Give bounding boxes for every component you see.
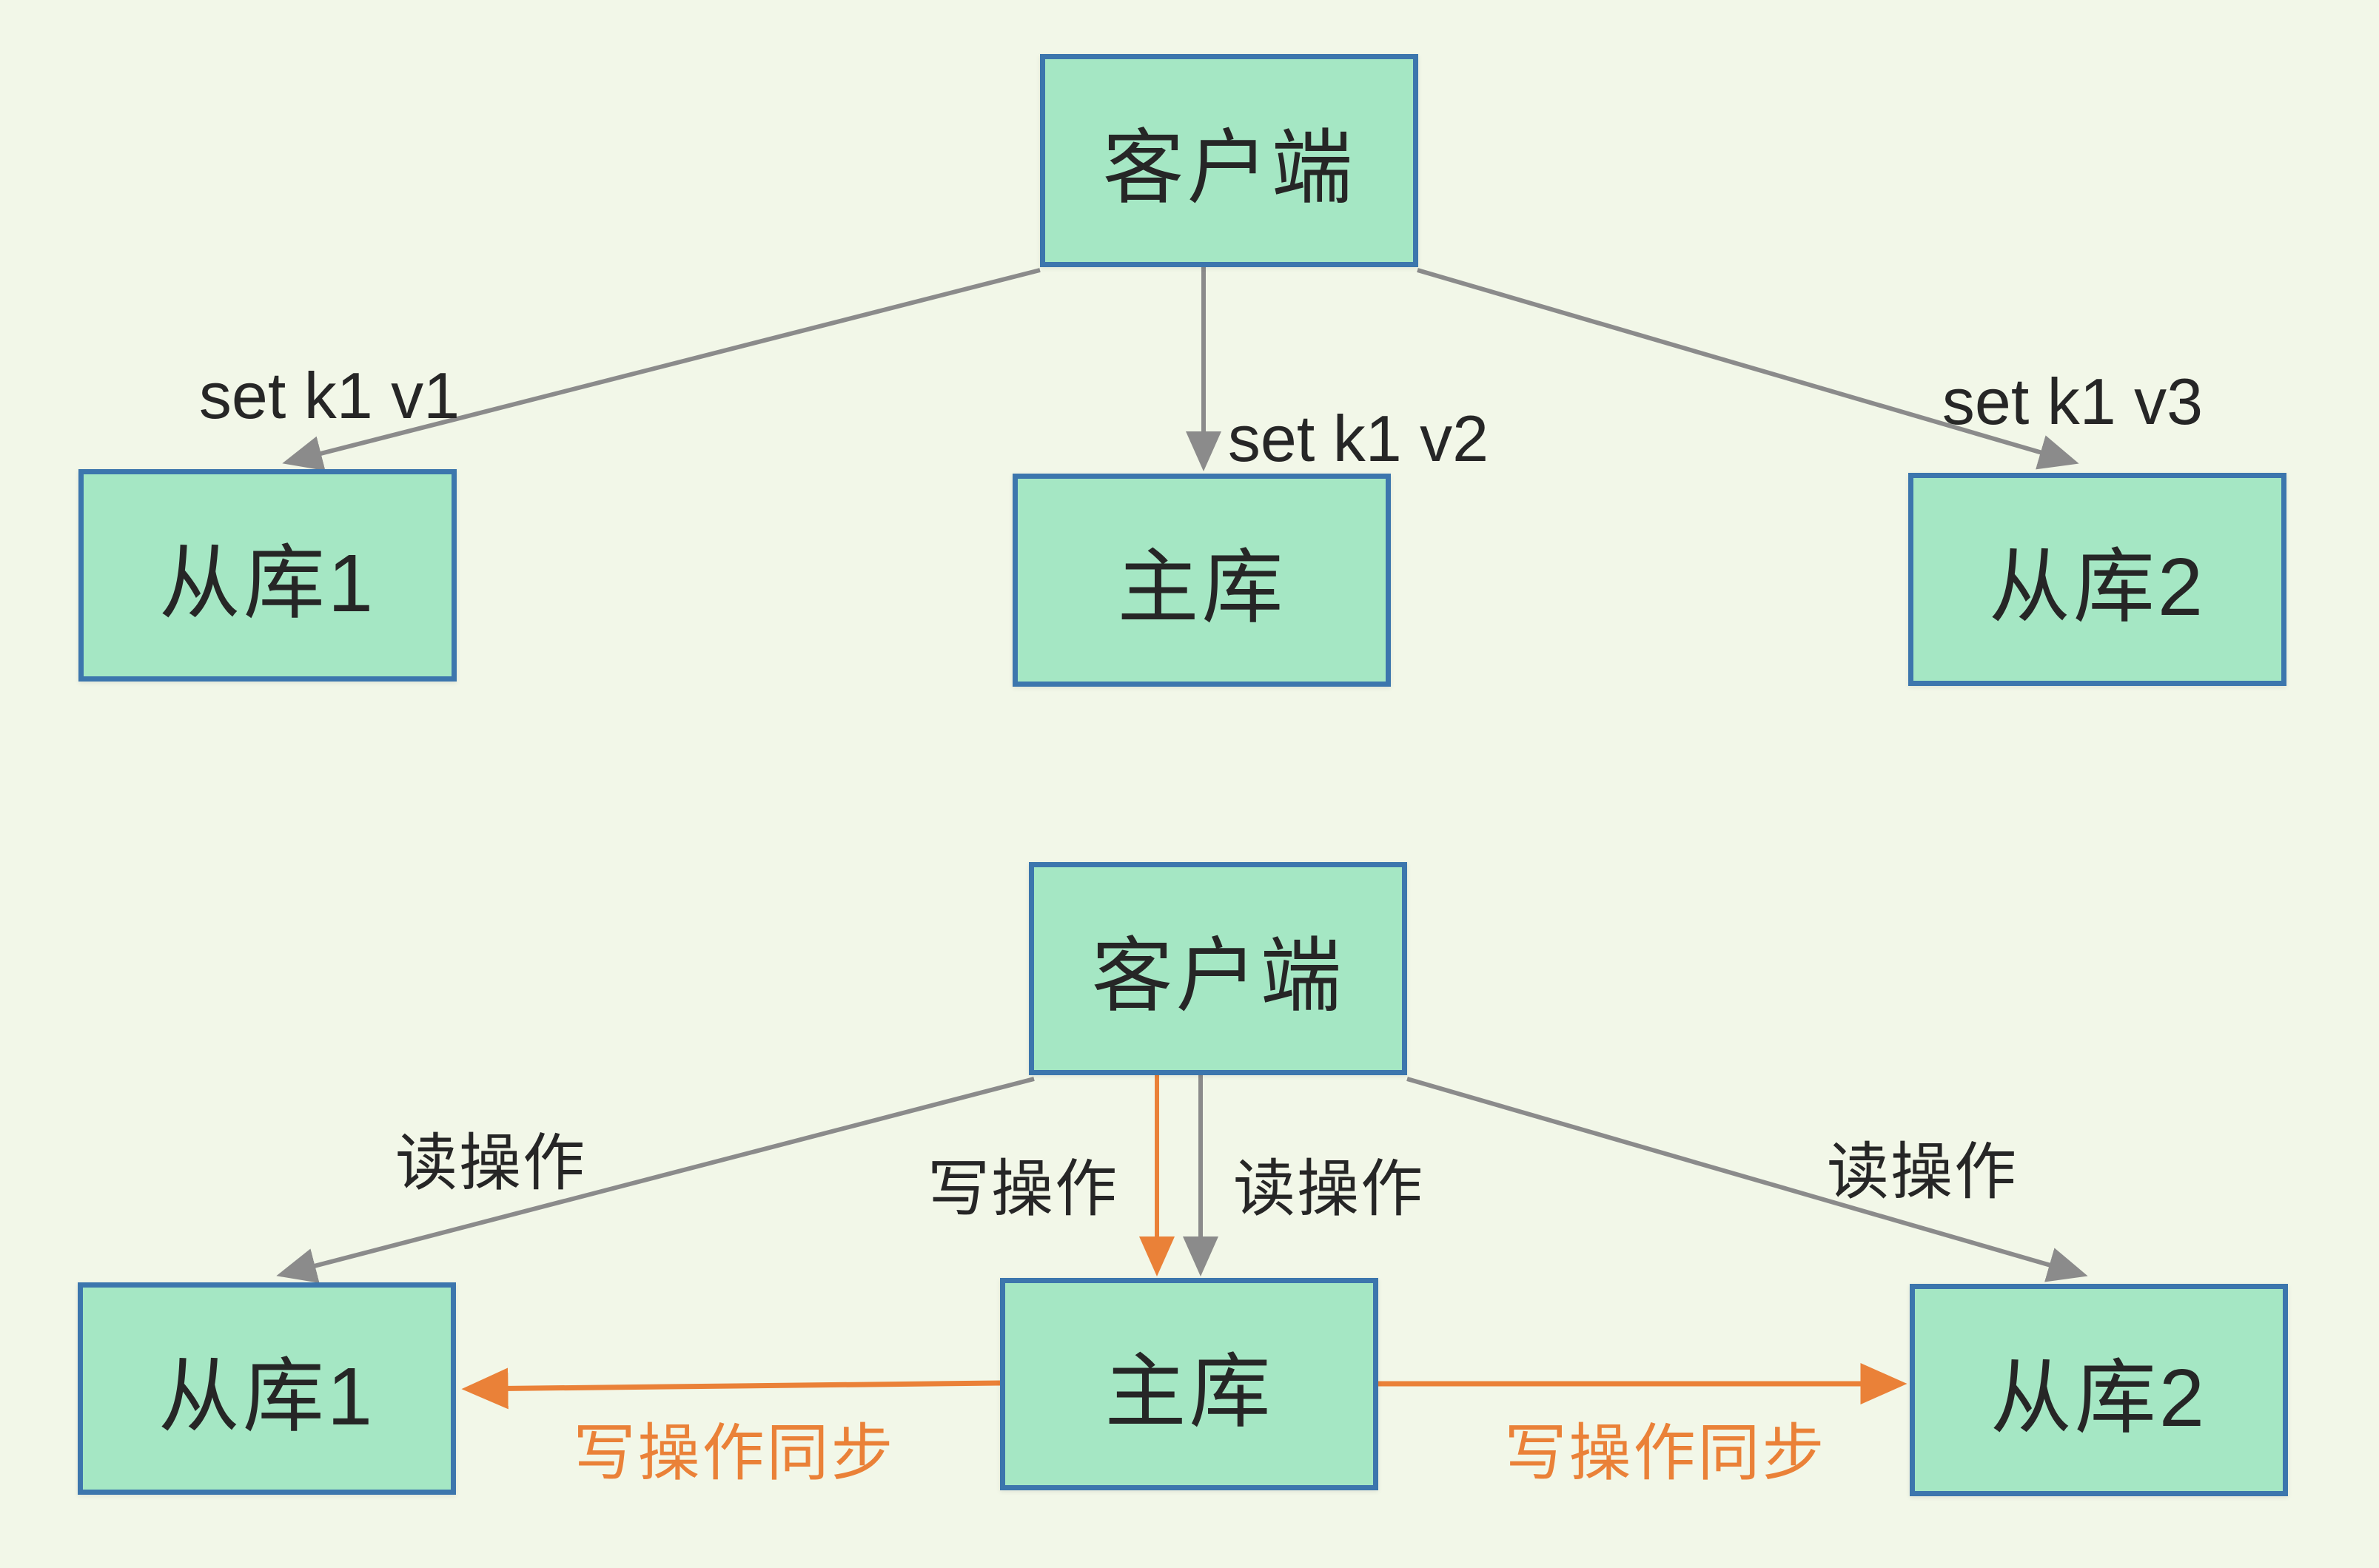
node-bottom-master: 主库 [1000, 1278, 1378, 1490]
edge-label-set-k1-v3: set k1 v3 [1942, 365, 2204, 438]
arrow-bottom-master-sync-to-slave1 [461, 1367, 1001, 1410]
node-top-slave1-label: 从库1 [158, 537, 377, 629]
node-top-slave1: 从库1 [78, 469, 457, 682]
node-bottom-client-label: 客户端 [1091, 931, 1345, 1022]
edge-label-read-right: 读操作 [1826, 1137, 2019, 1207]
node-bottom-client: 客户端 [1029, 862, 1407, 1075]
edge-label-sync-left: 写操作同步 [573, 1418, 896, 1488]
node-top-master-label: 主库 [1117, 542, 1286, 633]
edge-label-read-left: 读操作 [395, 1128, 587, 1198]
node-top-master: 主库 [1013, 474, 1391, 687]
edge-label-sync-right: 写操作同步 [1504, 1418, 1827, 1488]
node-top-client: 客户端 [1040, 54, 1418, 267]
node-top-slave2: 从库2 [1908, 473, 2286, 686]
node-top-slave2-label: 从库2 [1988, 542, 2207, 633]
edge-label-set-k1-v1: set k1 v1 [198, 359, 460, 432]
node-bottom-slave1: 从库1 [78, 1282, 456, 1495]
edge-label-set-k1-v2: set k1 v2 [1227, 402, 1489, 475]
edge-label-write-center: 写操作 [927, 1154, 1119, 1224]
node-bottom-slave2: 从库2 [1910, 1284, 2288, 1496]
node-bottom-slave1-label: 从库1 [158, 1350, 376, 1442]
node-bottom-master-label: 主库 [1104, 1346, 1274, 1438]
node-top-client-label: 客户端 [1102, 123, 1356, 214]
edge-label-read-center: 读操作 [1232, 1154, 1425, 1224]
node-bottom-slave2-label: 从库2 [1990, 1352, 2208, 1444]
